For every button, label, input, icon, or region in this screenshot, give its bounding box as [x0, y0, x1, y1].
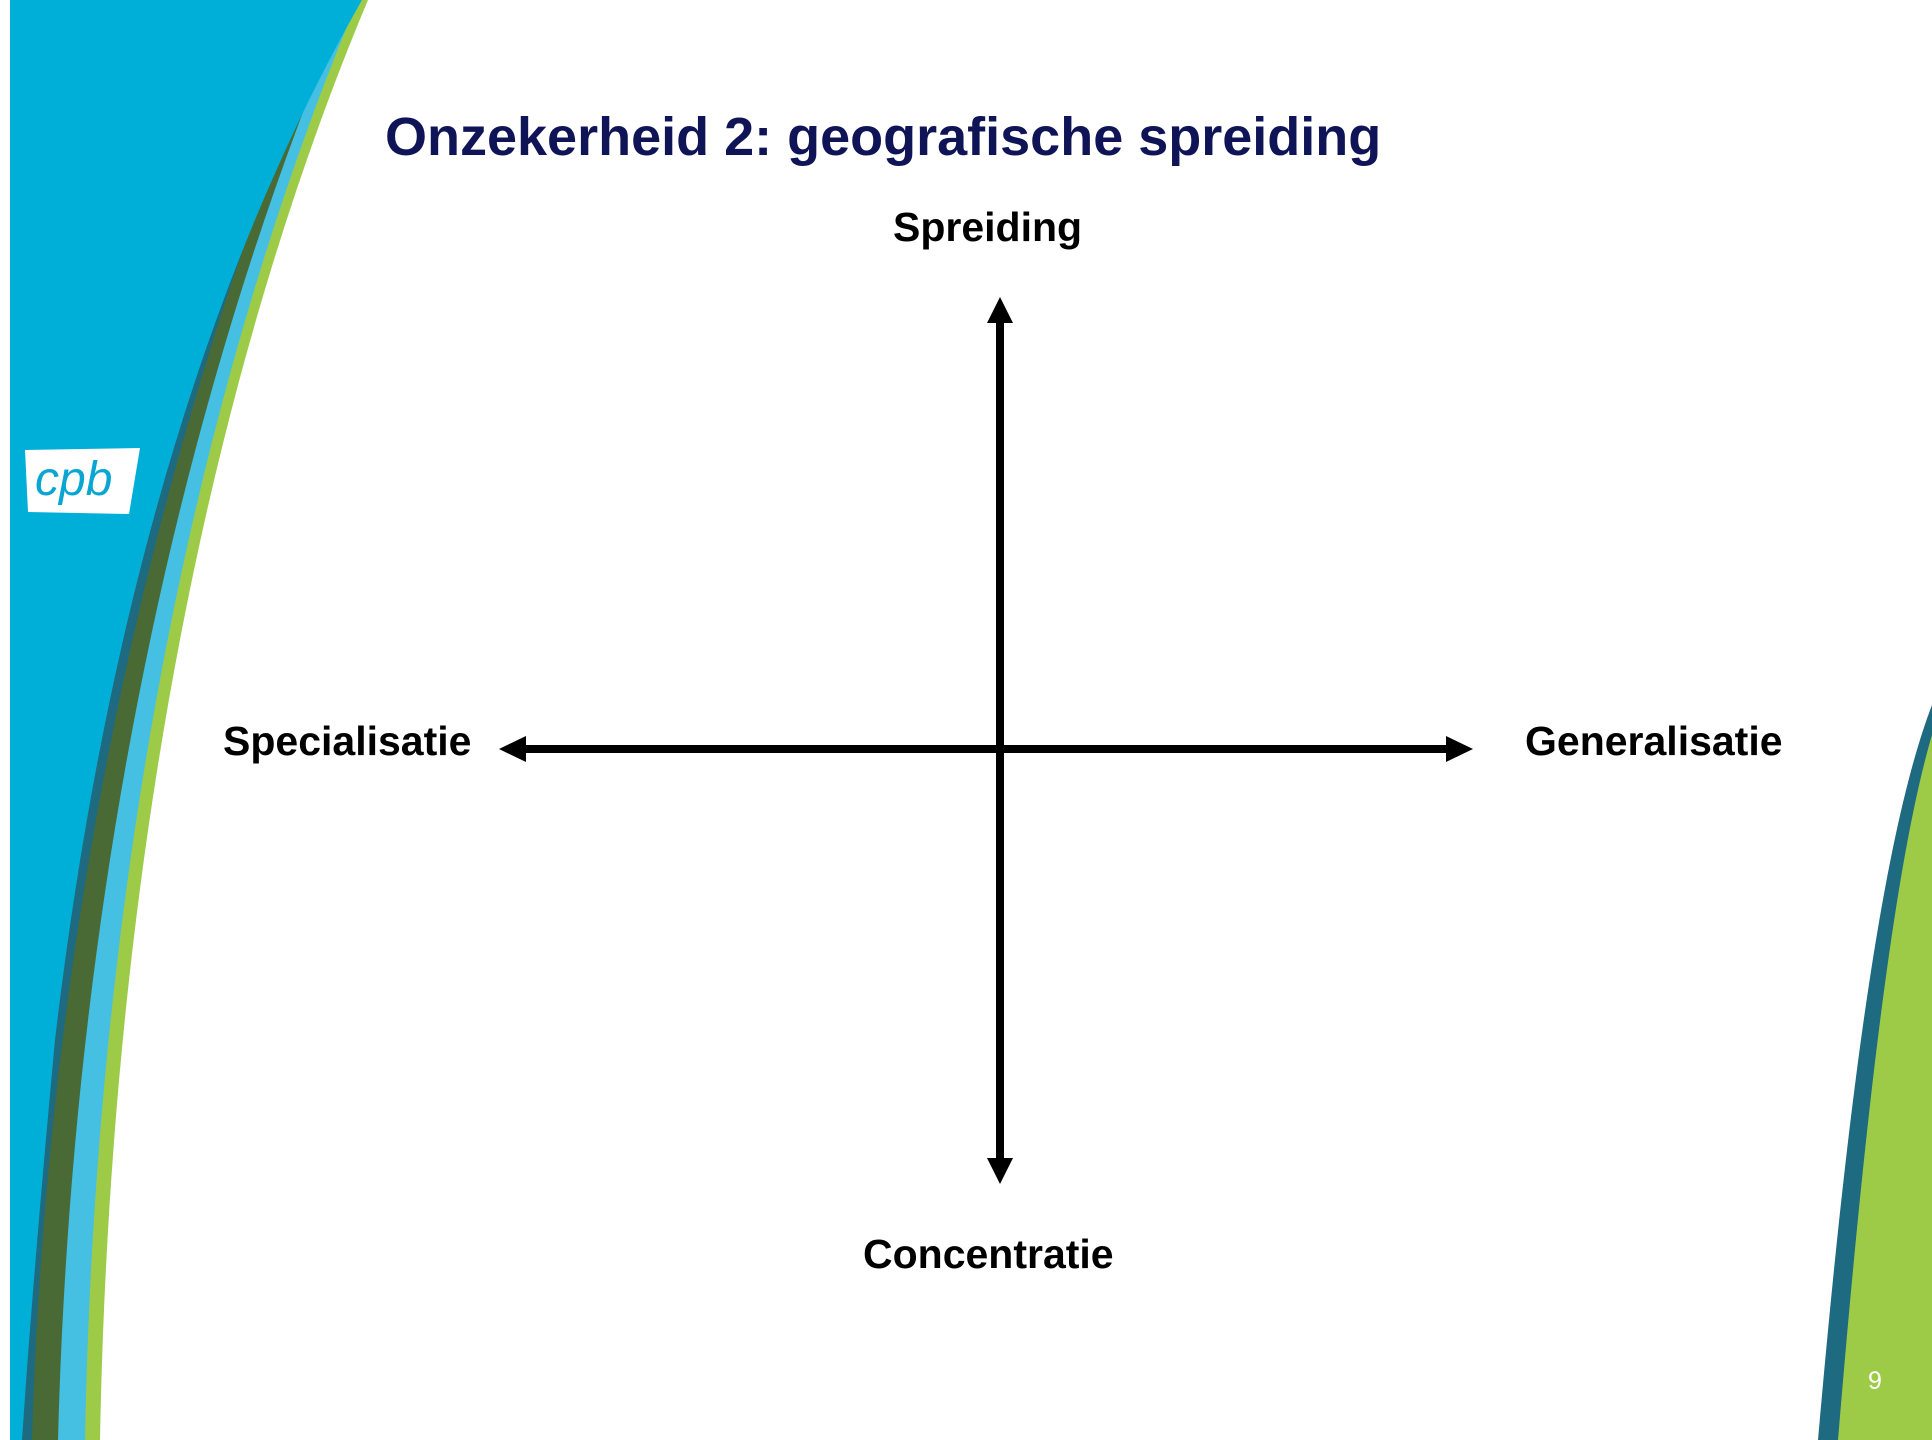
axis-label-top: Spreiding [893, 204, 1083, 250]
arrow-down-icon [987, 1158, 1013, 1184]
axis-label-right: Generalisatie [1525, 718, 1783, 764]
left-edge-strip [0, 0, 10, 1440]
logo-badge-shape [25, 448, 140, 514]
page-number: 9 [1868, 1367, 1882, 1395]
arrow-left-icon [499, 736, 526, 762]
arrow-up-icon [987, 297, 1013, 323]
logo-text: cpb [35, 453, 113, 506]
left-blue-panel [0, 0, 362, 1440]
arrow-right-icon [1446, 736, 1473, 762]
cpb-logo: cpb [25, 448, 140, 514]
slide-title: Onzekerheid 2: geografische spreiding [385, 107, 1382, 167]
axis-label-left: Specialisatie [223, 718, 472, 764]
quadrant-axes [499, 297, 1473, 1184]
axis-label-bottom: Concentratie [863, 1231, 1114, 1277]
right-green-band [1838, 735, 1932, 1440]
